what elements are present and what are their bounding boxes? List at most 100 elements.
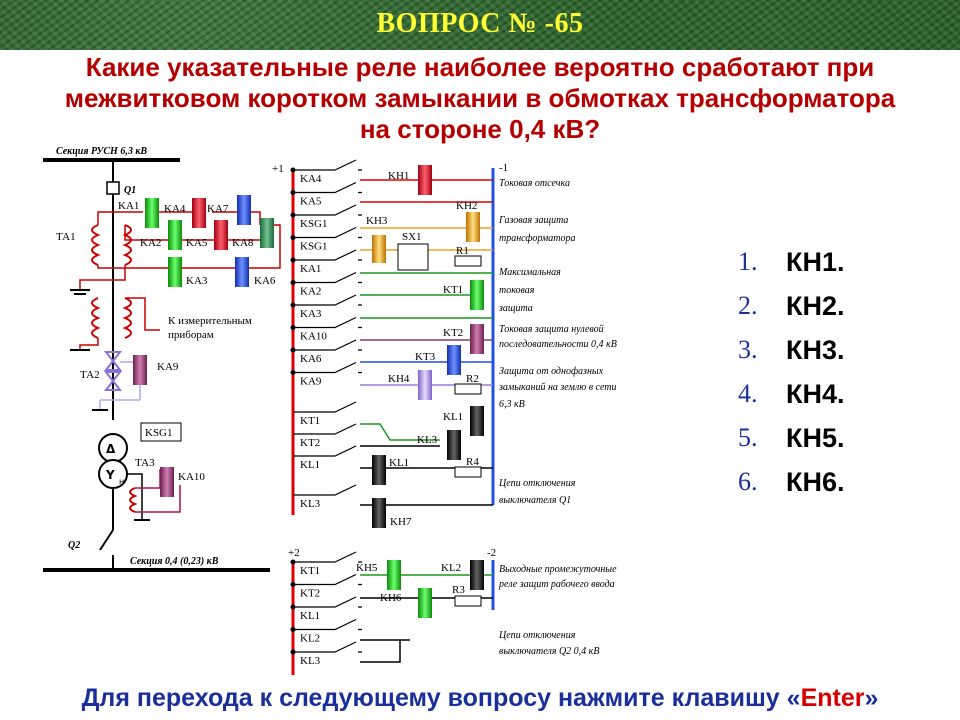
contact-label: KL3	[300, 655, 321, 667]
indicator-kh2-label: KH2	[456, 200, 477, 212]
indicator-kh5	[387, 560, 401, 590]
relay-kl1-b-label: KL1	[389, 457, 409, 469]
relay-ka8-label: KA8	[232, 237, 254, 249]
indicator-kh3	[372, 235, 386, 263]
relay-kl3-label: KL3	[417, 434, 438, 446]
enter-key-label: Enter	[800, 684, 865, 712]
answer-option-2[interactable]: 2.КН2.	[738, 284, 845, 328]
note-gas-protection-2: трансформатора	[499, 233, 575, 244]
relay-ka3	[168, 257, 182, 287]
note-trip-q2: Цепи отключения	[498, 630, 576, 641]
pole-plus1: +1	[272, 163, 284, 175]
contact-label: KA9	[300, 376, 322, 388]
switch-sx1	[397, 243, 429, 271]
note-trip-q1: Цепи отключения	[498, 478, 576, 489]
relay-ka5-label: KA5	[186, 237, 208, 249]
note-zero-seq-2: последовательности 0,4 кВ	[499, 339, 617, 350]
indicator-kh4	[418, 370, 432, 400]
measurement-label: К измерительным	[168, 315, 252, 327]
measurement-label-2: приборам	[168, 329, 214, 341]
indicator-kh2	[466, 212, 480, 242]
contact-label: KA5	[300, 196, 322, 208]
breaker-q1-label: Q1	[124, 185, 136, 196]
note-earth-fault: Защита от однофазных	[499, 366, 604, 377]
note-trip-q2-2: выключателя Q2 0,4 кВ	[499, 646, 599, 657]
resistor-r3-label: R3	[452, 584, 465, 596]
indicator-kh7-label: KH7	[390, 516, 412, 528]
hint-text: Для перехода к следующему вопросу нажмит…	[81, 684, 801, 712]
breaker-q1	[106, 181, 120, 195]
relay-ksg1	[140, 422, 182, 442]
resistor-r1	[454, 255, 482, 267]
contact-label: KL1	[300, 610, 320, 622]
question-line-2: межвитковом коротком замыкании в обмотка…	[64, 83, 896, 113]
relay-contact	[293, 484, 357, 496]
answer-text: КН5.	[786, 422, 845, 453]
relay-ka6-label: KA6	[254, 275, 276, 287]
relay-ka1-label: KA1	[118, 200, 139, 212]
answer-option-6[interactable]: 6.КН6.	[738, 460, 845, 504]
answer-option-3[interactable]: 3. КН3.	[738, 328, 845, 372]
relay-ka9-label: KA9	[157, 361, 179, 373]
timer-kt3	[447, 345, 461, 375]
resistor-r2-label: R2	[466, 373, 479, 385]
busbar-6kv-label: Секция РУСН 6,3 кВ	[56, 146, 147, 157]
timer-kt1-label: KT1	[443, 284, 463, 296]
answer-text: КН3.	[786, 334, 845, 365]
ta2-transformer	[103, 351, 123, 391]
busbar-04kv-label: Секция 0,4 (0,23) кВ	[130, 556, 219, 567]
note-gas-protection: Газовая защита	[498, 215, 568, 226]
pole-minus1: -1	[499, 162, 508, 174]
relay-kl1-b	[372, 455, 386, 485]
relay-contact	[293, 423, 357, 435]
answer-option-1[interactable]: 1.КН1.	[738, 240, 845, 284]
note-output-relays-2: реле защит рабочего ввода	[498, 579, 615, 590]
answer-options: 1.КН1. 2.КН2. 3. КН3. 4.КН4. 5.КН5. 6.КН6…	[738, 240, 845, 504]
relay-contact	[293, 271, 362, 284]
relay-kl1-label: KL1	[443, 411, 463, 423]
relay-protection-schematic: Секция РУСН 6,3 кВ Q1 ТА1 KA1 KA4 KA7 KA…	[43, 146, 617, 675]
question-line-3: на стороне 0,4 кВ?	[359, 114, 601, 144]
answer-text: КН1.	[786, 246, 845, 277]
relay-ka8	[260, 218, 274, 248]
answer-number: 2.	[738, 291, 758, 320]
note-earth-fault-3: 6,3 кВ	[499, 399, 525, 410]
answer-number: 3.	[738, 335, 758, 364]
timer-kt1	[470, 280, 484, 310]
indicator-kh6-label: KH6	[380, 592, 402, 604]
note-zero-seq: Токовая защита нулевой	[499, 324, 604, 335]
pole-plus2: +2	[288, 547, 300, 559]
timer-kt3-label: KT3	[415, 351, 436, 363]
relay-ka10-label: KA10	[178, 471, 205, 483]
resistor-r2	[454, 383, 482, 395]
timer-kt2	[470, 324, 484, 354]
answer-number: 6.	[738, 467, 758, 496]
contact-label: KT2	[300, 588, 320, 600]
relay-kl2	[470, 560, 484, 590]
resistor-r4	[454, 466, 482, 478]
contact-label: KT1	[300, 565, 320, 577]
breaker-q2-label: Q2	[68, 540, 80, 551]
svg-text:Δ: Δ	[106, 442, 116, 456]
answer-option-4[interactable]: 4.КН4.	[738, 372, 845, 416]
relay-contact	[293, 551, 362, 563]
svg-text:н: н	[119, 477, 124, 486]
contact-label: KL2	[300, 633, 320, 645]
relay-contact	[293, 573, 362, 586]
note-current-cutoff: Токовая отсечка	[499, 178, 570, 189]
relay-contact	[293, 181, 362, 194]
relay-contact	[293, 596, 362, 608]
ta3-label: ТА3	[135, 457, 155, 469]
relay-kl1	[470, 406, 484, 436]
ta1-coil	[91, 224, 101, 266]
relay-ka10	[160, 467, 174, 497]
note-overcurrent-3: защита	[498, 303, 533, 314]
answer-option-5[interactable]: 5.КН5.	[738, 416, 845, 460]
relay-contact	[293, 294, 362, 306]
relay-contact	[293, 226, 362, 239]
indicator-kh1	[418, 165, 432, 195]
note-output-relays: Выходные промежуточные	[499, 564, 617, 575]
contact-label: KA6	[300, 353, 322, 365]
indicator-kh7	[372, 498, 386, 528]
